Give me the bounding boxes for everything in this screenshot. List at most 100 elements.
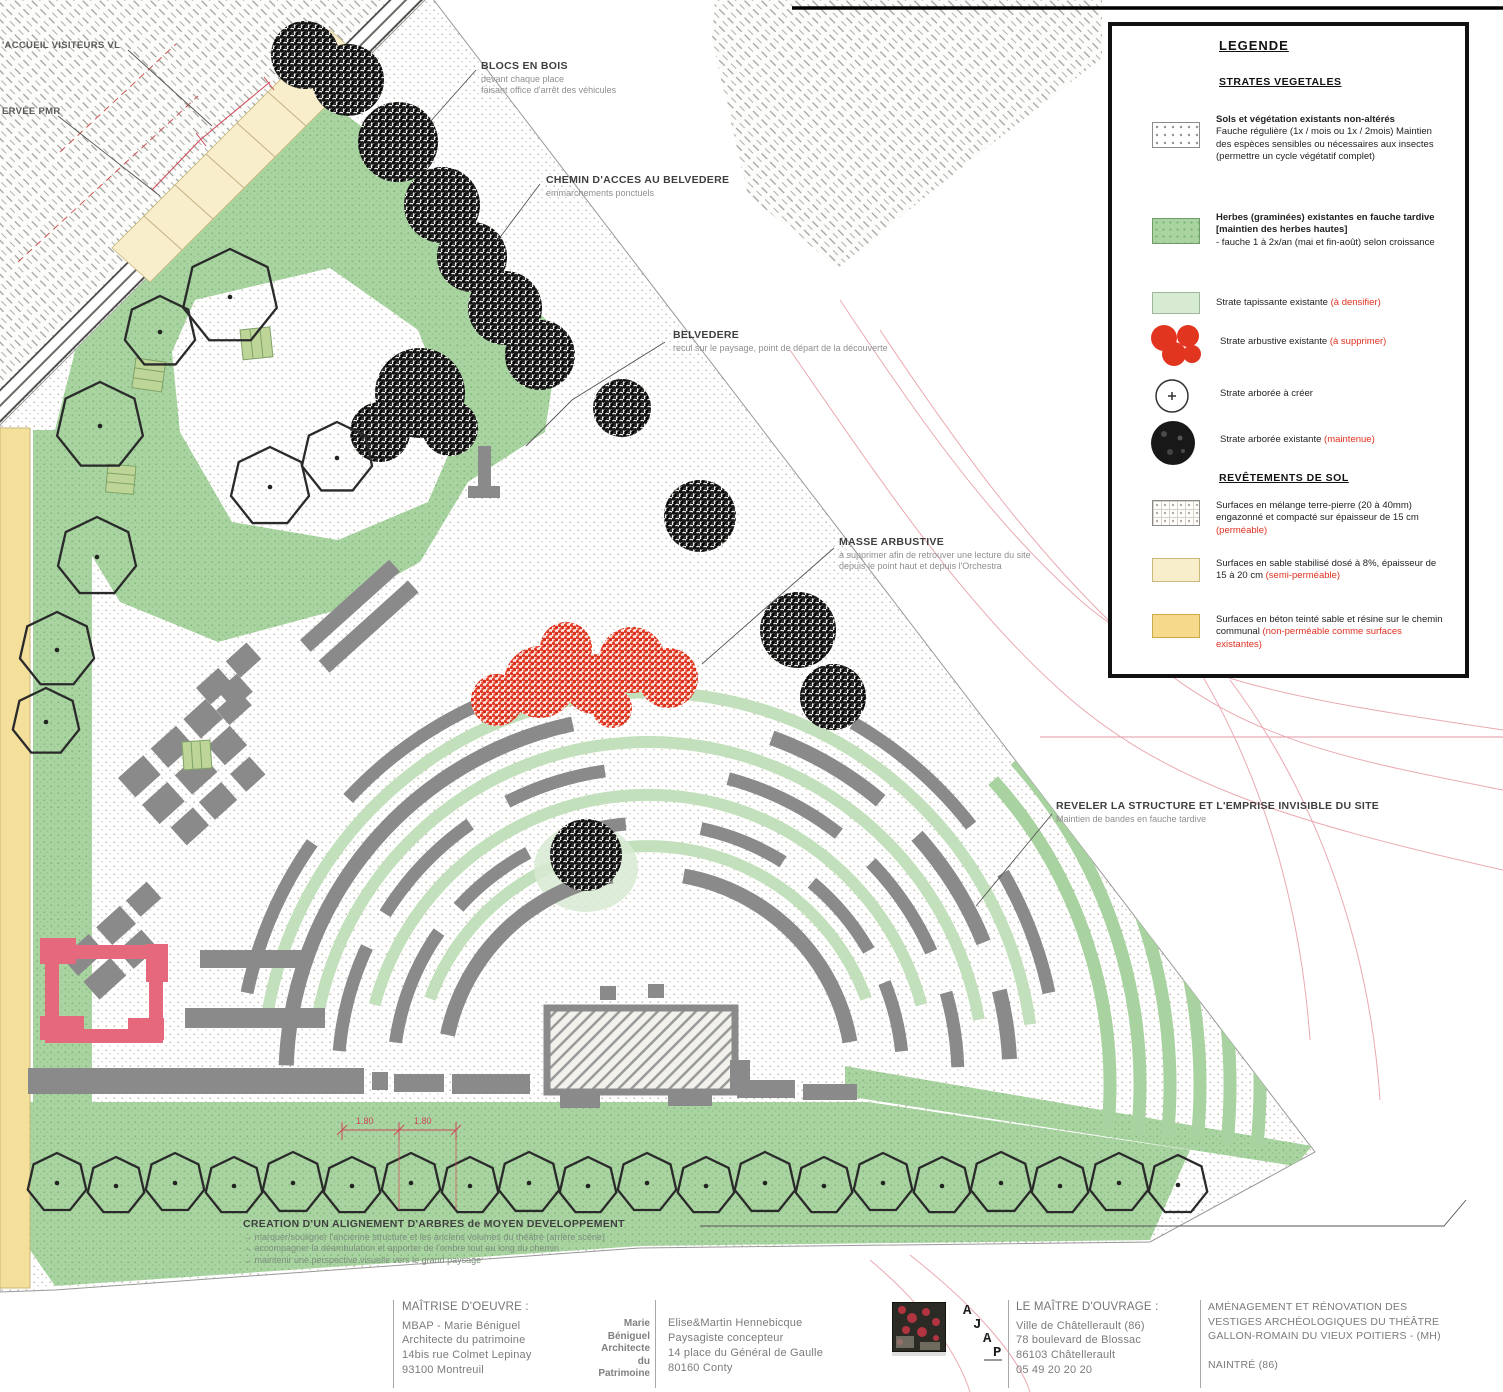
legend-item-note: (à densifier) [1330, 297, 1381, 308]
moa-line: 05 49 20 20 20 [1016, 1364, 1093, 1377]
contour-lines [789, 299, 1503, 1392]
annotation-line: depuis le point haut et depuis l'Orchest… [839, 561, 1002, 572]
annotation-belvedere: BELVEDERE recul sur le paysage, point de… [673, 329, 1003, 354]
legend-item-label: Strate arborée à créer [1220, 388, 1313, 399]
dim-label: 1.80 [414, 1116, 432, 1126]
lawn-zones [30, 103, 1312, 1286]
tree-to-create-icon [1155, 379, 1189, 413]
legend-section-strates: STRATES VEGETALES [1219, 76, 1342, 88]
trees-to-create [13, 249, 1207, 1212]
legend-box: LEGENDE STRATES VEGETALES Sols et végéta… [1108, 22, 1469, 678]
annotation-title: 'ACCUEIL VISITEURS VL [2, 40, 121, 51]
annotation-title: MASSE ARBUSTIVE [839, 536, 945, 548]
legend-item-label: Herbes (graminées) existantes en fauche … [1216, 212, 1435, 236]
ajap-letter: A [963, 1303, 972, 1319]
legend-item-note: (maintenue) [1324, 434, 1375, 445]
stamp-line: Architecte [601, 1343, 650, 1354]
legend-item-arbustive: Strate arbustive existante (à supprimer) [1151, 324, 1454, 372]
pink-building [40, 938, 168, 1043]
moa-line: Ville de Châtellerault (86) [1016, 1319, 1145, 1332]
annotation-line: emmarchements ponctuels [546, 187, 655, 198]
annotation-line: → maintenir une perspective visuelle ver… [243, 1255, 482, 1266]
legend-item-label: Surfaces en mélange terre-pierre (20 à 4… [1216, 500, 1419, 524]
annotation-line: → marquer/souligner l'ancienne structure… [243, 1231, 605, 1242]
paysagiste-line: 80160 Conty [668, 1361, 733, 1374]
annotation-line: recul sur le paysage, point de départ de… [673, 342, 888, 353]
architect-block: MAÎTRISE D'OEUVRE : MBAP - Marie Bénigue… [402, 1300, 567, 1378]
project-line: VESTIGES ARCHÉOLOGIQUES DU THÉÂTRE [1208, 1315, 1440, 1328]
dim-label: 1.80 [356, 1116, 374, 1126]
photo-stamp [892, 1302, 946, 1356]
annotation-line: devant chaque place [481, 73, 565, 84]
stamp-line: Béniguel [607, 1330, 650, 1342]
existing-tree-icon [1151, 421, 1195, 465]
legend-item-label: Strate arbustive existante [1220, 336, 1328, 347]
swatch-terre-pierre [1152, 500, 1200, 526]
project-title-block: AMÉNAGEMENT ET RÉNOVATION DES VESTIGES A… [1208, 1300, 1500, 1373]
legend-item-arboree-creer: Strate arborée à créer [1152, 376, 1454, 418]
legend-item-label: Surfaces en béton teinté sable et résine… [1216, 614, 1443, 638]
divider [1008, 1300, 1009, 1388]
stamp-line: du [637, 1355, 650, 1367]
architect-stamp: Marie Béniguel Architecte du Patrimoine [560, 1318, 650, 1381]
moe-line: MBAP - Marie Béniguel [402, 1319, 521, 1332]
client-block: LE MAÎTRE D'OUVRAGE : Ville de Châteller… [1016, 1300, 1194, 1378]
project-city: NAINTRÉ (86) [1208, 1359, 1279, 1372]
annotation-title: REVELER LA STRUCTURE ET L'EMPRISE INVISI… [1056, 800, 1380, 812]
existing-trees [271, 21, 866, 891]
legend-item-label: Surfaces en sable stabilisé dosé à 8%, é… [1216, 558, 1437, 582]
legend-item-note: (semi-perméable) [1265, 570, 1341, 582]
legend-item-tapissante: Strate tapissante existante (à densifier… [1152, 292, 1454, 314]
moa-line: 86103 Châtellerault [1016, 1349, 1116, 1362]
swatch-sable [1152, 558, 1200, 582]
stamp-line: Patrimoine [598, 1368, 650, 1379]
moa-label: LE MAÎTRE D'OUVRAGE : [1016, 1301, 1159, 1313]
moe-label: MAÎTRISE D'OEUVRE : [402, 1301, 529, 1313]
leader-lines [57, 49, 1467, 1227]
moe-line: 93100 Montreuil [402, 1364, 484, 1377]
paysagiste-line: 14 place du Général de Gaulle [668, 1346, 824, 1359]
ajap-letter: J [973, 1317, 981, 1333]
legend-title: LEGENDE [1219, 38, 1289, 53]
legend-item-text: - fauche 1 à 2x/an (mai et fin-août) sel… [1216, 236, 1435, 248]
planter-beds [105, 326, 274, 771]
divider [1200, 1300, 1201, 1388]
stamp-line: Marie [623, 1318, 650, 1329]
legend-item-arboree-existante: Strate arborée existante (maintenue) [1151, 418, 1454, 468]
dimension-marks: 1.80 1.80 [151, 76, 462, 1210]
annotation-line: → accompagner la déambulation et apporte… [243, 1243, 559, 1254]
legend-item-terre-pierre: Surfaces en mélange terre-pierre (20 à 4… [1152, 500, 1454, 537]
paysagiste-line: Paysagiste concepteur [668, 1331, 784, 1344]
moa-line: 78 boulevard de Blossac [1016, 1334, 1142, 1347]
annotation-title: CREATION D'UN ALIGNEMENT D'ARBRES de MOY… [243, 1218, 625, 1230]
legend-item-note: (perméable) [1216, 524, 1268, 536]
annotation-chemin-belvedere: CHEMIN D'ACCES AU BELVEDERE emmarchement… [546, 174, 806, 199]
swatch-tapissante [1152, 292, 1200, 314]
legend-item-label: Strate tapissante existante [1216, 297, 1328, 308]
landscaper-block: Elise&Martin Hennebicque Paysagiste conc… [668, 1316, 888, 1375]
annotation-title: BELVEDERE [673, 329, 740, 341]
legend-item-sable: Surfaces en sable stabilisé dosé à 8%, é… [1152, 558, 1454, 583]
legend-item-text: Fauche régulière (1x / mois ou 1x / 2moi… [1216, 126, 1434, 163]
project-line: GALLON-ROMAIN DU VIEUX POITIERS - (MH) [1208, 1330, 1441, 1343]
divider [393, 1300, 394, 1388]
annotation-line: à supprimer afin de retrouver une lectur… [839, 549, 1031, 560]
annotation-title: ERVÉE PMR [2, 106, 61, 117]
legend-item-beton: Surfaces en béton teinté sable et résine… [1152, 614, 1454, 651]
swatch-herbes [1152, 218, 1200, 244]
legend-item-herbes: Herbes (graminées) existantes en fauche … [1152, 212, 1454, 249]
paysagiste-line: Elise&Martin Hennebicque [668, 1317, 803, 1329]
annotation-reveler-structure: REVELER LA STRUCTURE ET L'EMPRISE INVISI… [1056, 800, 1436, 825]
ajap-letter: A [983, 1331, 992, 1347]
legend-item-note: (non-perméable comme surfaces existantes… [1216, 626, 1402, 650]
annotation-line: Maintien de bandes en fauche tardive [1056, 813, 1207, 824]
ajap-letter: P [993, 1345, 1001, 1361]
ajap-logo: A J A P [963, 1303, 1002, 1361]
legend-item-sols-existants: Sols et végétation existants non-altérés… [1152, 114, 1454, 163]
ruins-room-grid [62, 559, 419, 1028]
annotation-accueil: 'ACCUEIL VISITEURS VL [2, 40, 152, 52]
stage-and-walls [28, 446, 857, 1108]
legend-section-revetements: REVÊTEMENTS DE SOL [1219, 472, 1349, 484]
legend-item-label: Sols et végétation existants non-altérés [1216, 114, 1395, 125]
